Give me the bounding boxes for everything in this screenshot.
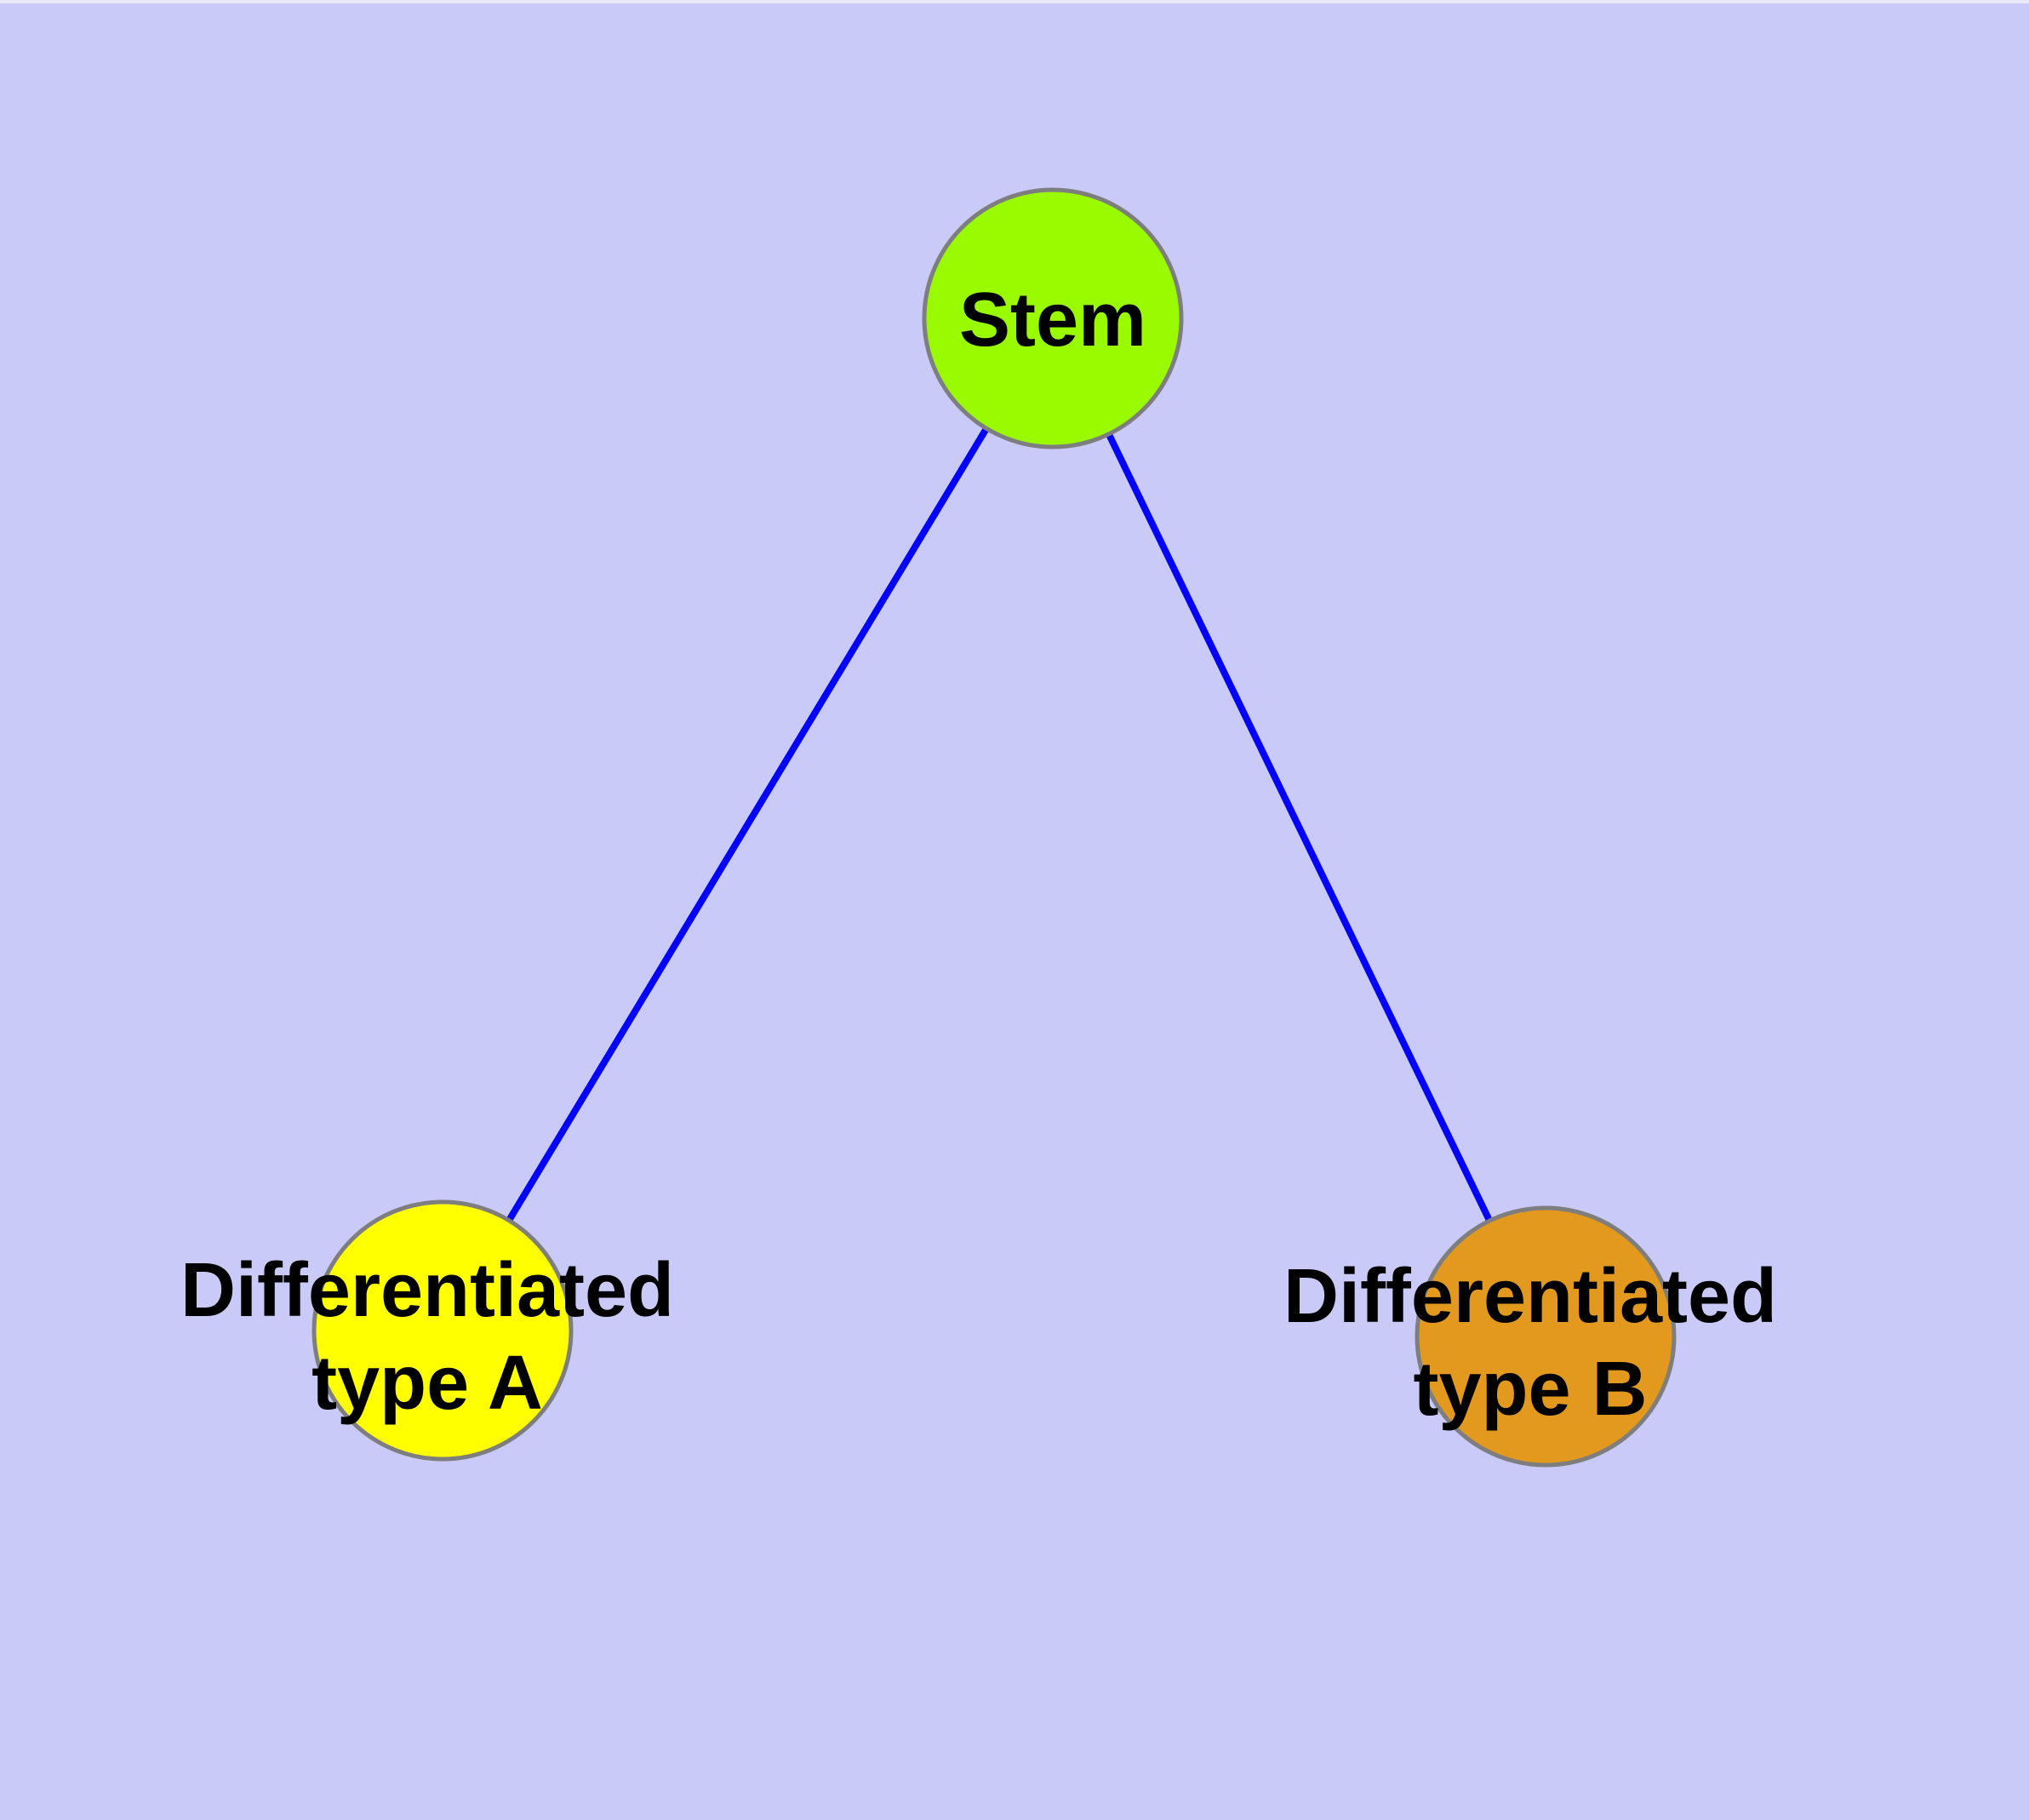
node-stem-label: Stem	[959, 278, 1146, 363]
node-type-b-label-line1: Differentiated	[1283, 1254, 1777, 1339]
node-type-a-label-line2: type A	[311, 1341, 543, 1426]
node-differentiated-type-b: Differentiated type B	[1283, 1205, 1777, 1468]
node-stem-circle	[922, 187, 1184, 449]
node-type-b-circle	[1415, 1205, 1677, 1468]
edge-stem-to-type-b	[1049, 317, 1549, 1338]
node-type-b-label-line2: type B	[1413, 1347, 1647, 1432]
node-stem: Stem	[922, 187, 1184, 449]
node-type-a-label-line1: Differentiated	[180, 1248, 674, 1333]
node-differentiated-type-a: Differentiated type A	[180, 1199, 674, 1462]
edge-stem-to-type-a	[439, 316, 1056, 1333]
node-type-a-circle	[311, 1199, 574, 1462]
top-edge-strip	[0, 0, 2029, 3]
